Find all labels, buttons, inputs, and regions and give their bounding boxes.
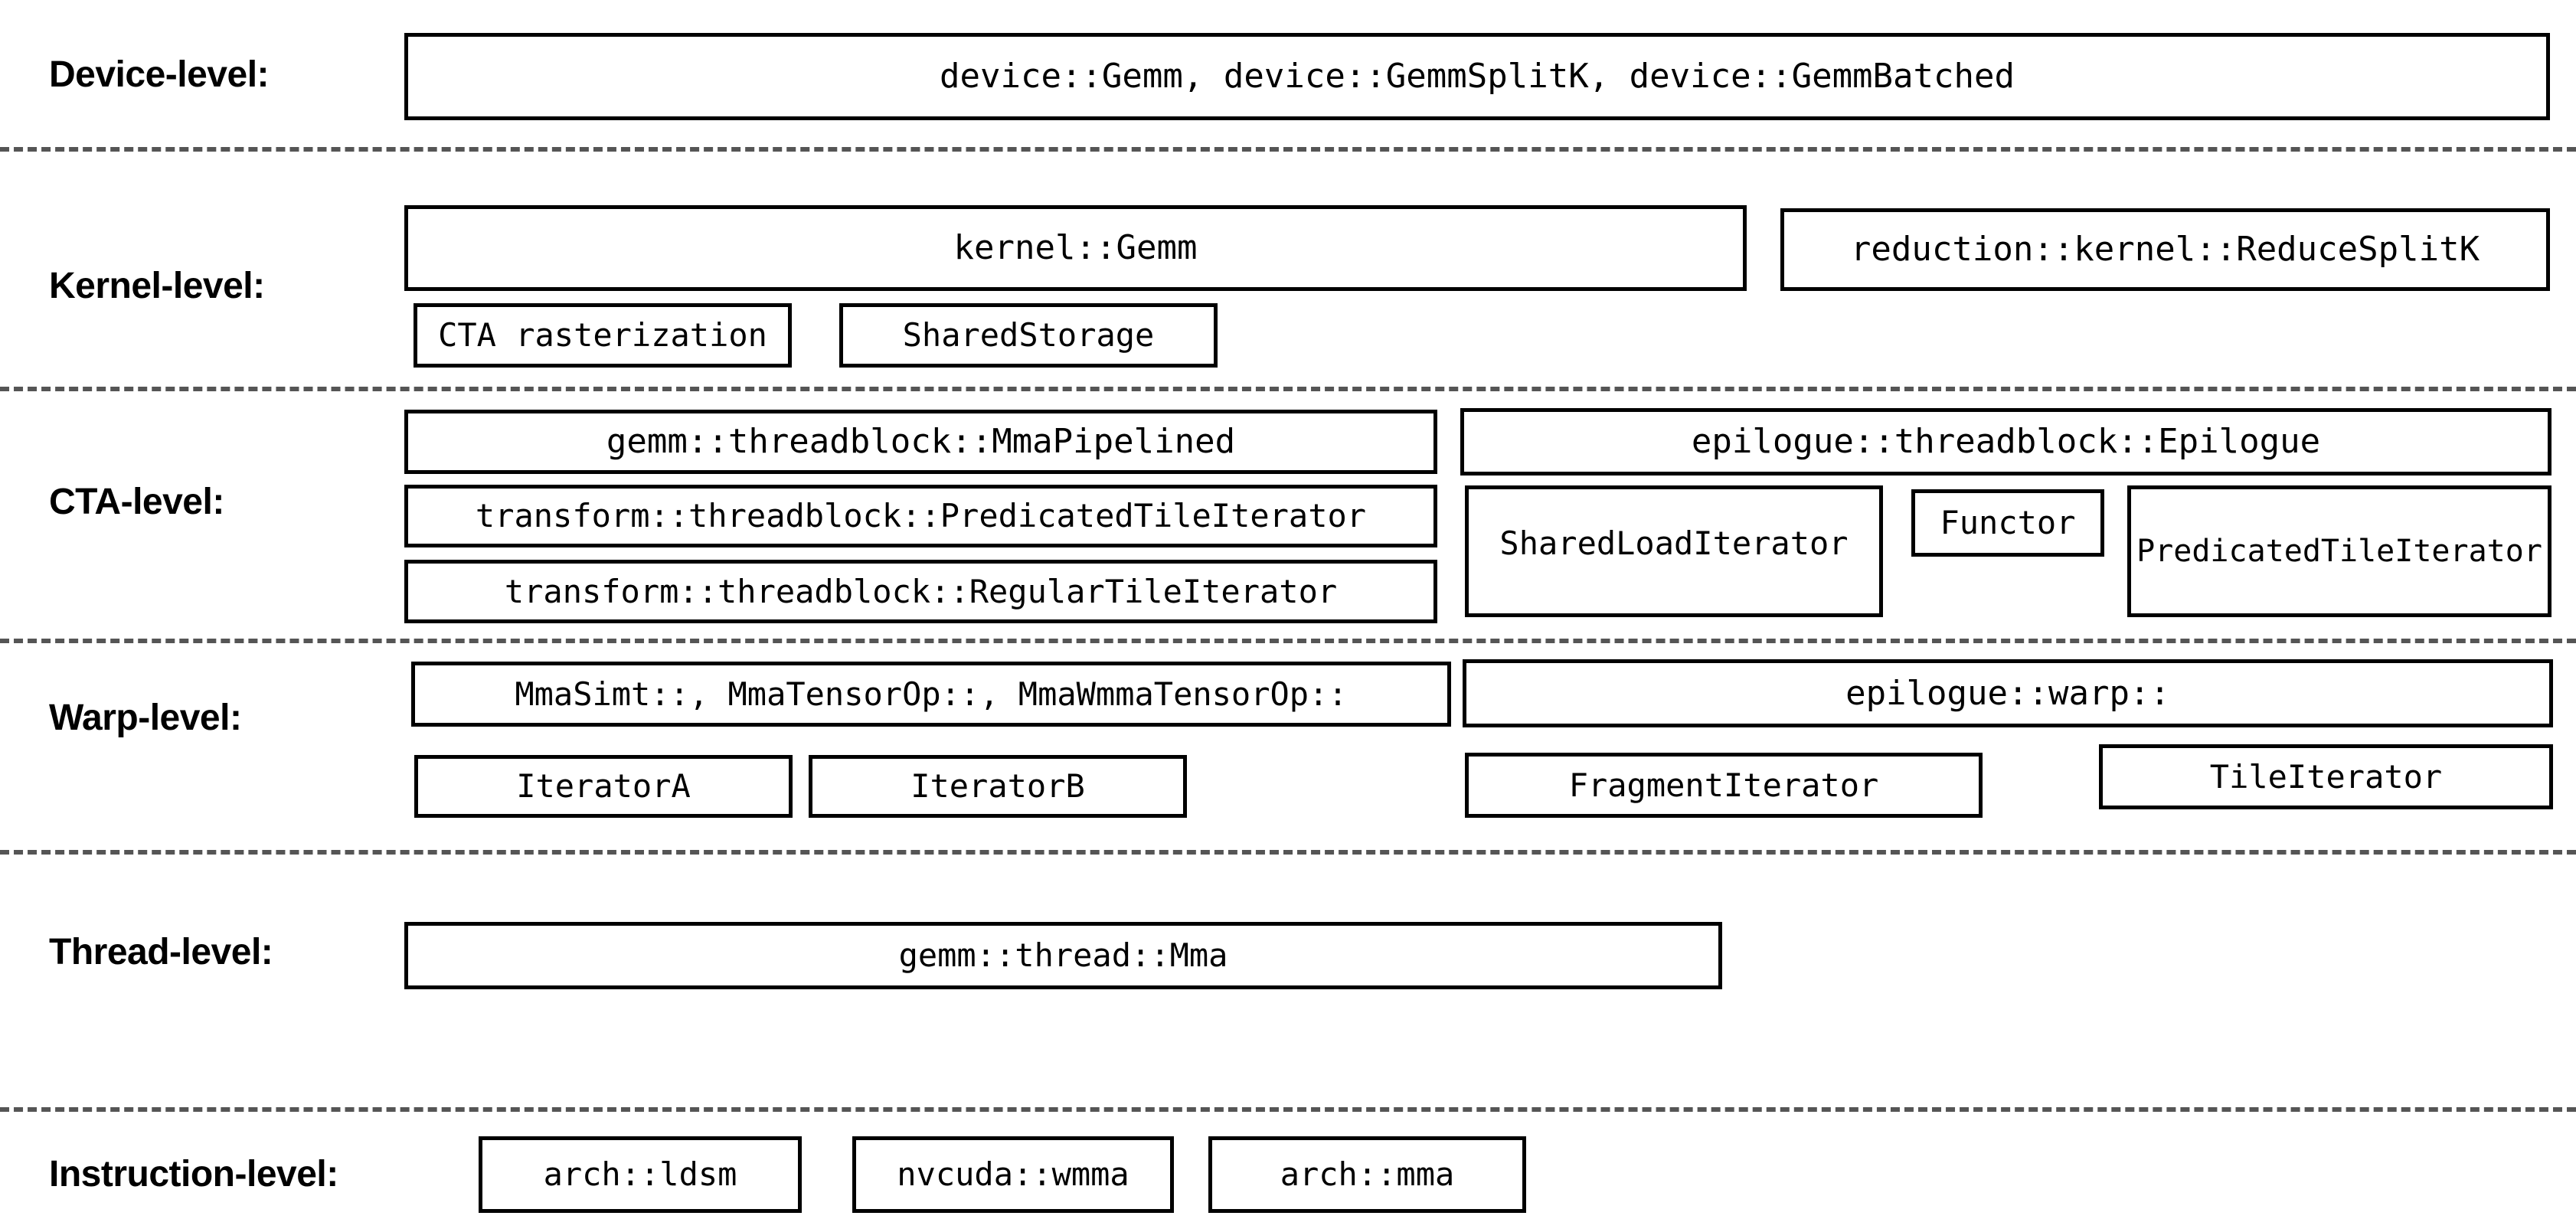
cta-predicated-tile-iterator-transform-box: transform::threadblock::PredicatedTileIt… [404,485,1437,547]
cta-level-label: CTA-level: [49,482,224,522]
device-level-label: Device-level: [49,54,270,95]
warp-epilogue-box: epilogue::warp:: [1463,659,2553,727]
shared-storage-box: SharedStorage [839,303,1218,368]
warp-level-label: Warp-level: [49,698,242,738]
warp-fragment-iterator-box: FragmentIterator [1465,753,1983,818]
kernel-gemm-box: kernel::Gemm [404,205,1747,291]
warp-tile-iterator-box: TileIterator [2099,744,2553,809]
dashed-separator [0,387,2576,391]
warp-iterator-b-box: IteratorB [809,755,1187,818]
reduction-kernel-box: reduction::kernel::ReduceSplitK [1780,208,2550,291]
thread-level-label: Thread-level: [49,932,273,972]
warp-iterator-a-box: IteratorA [414,755,793,818]
cta-mma-pipelined-box: gemm::threadblock::MmaPipelined [404,410,1437,474]
cta-functor-box: Functor [1911,489,2104,557]
cta-predicated-tile-iterator-box: PredicatedTileIterator [2127,485,2551,617]
cta-rasterization-box: CTA rasterization [414,303,792,368]
kernel-level-label: Kernel-level: [49,266,265,306]
device-gemm-box: device::Gemm, device::GemmSplitK, device… [404,33,2550,120]
cta-shared-load-iterator-box: SharedLoadIterator [1465,485,1883,617]
cta-regular-tile-iterator-box: transform::threadblock::RegularTileItera… [404,560,1437,623]
instruction-arch-mma-box: arch::mma [1208,1136,1526,1213]
dashed-separator [0,850,2576,855]
cta-epilogue-box: epilogue::threadblock::Epilogue [1460,408,2551,476]
thread-mma-box: gemm::thread::Mma [404,922,1722,989]
dashed-separator [0,1107,2576,1112]
dashed-separator [0,639,2576,643]
instruction-level-label: Instruction-level: [49,1154,338,1194]
warp-mma-collection-box: MmaSimt::, MmaTensorOp::, MmaWmmaTensorO… [411,662,1451,727]
instruction-arch-ldsm-box: arch::ldsm [479,1136,802,1213]
instruction-nvcuda-wmma-box: nvcuda::wmma [852,1136,1174,1213]
dashed-separator [0,147,2576,152]
